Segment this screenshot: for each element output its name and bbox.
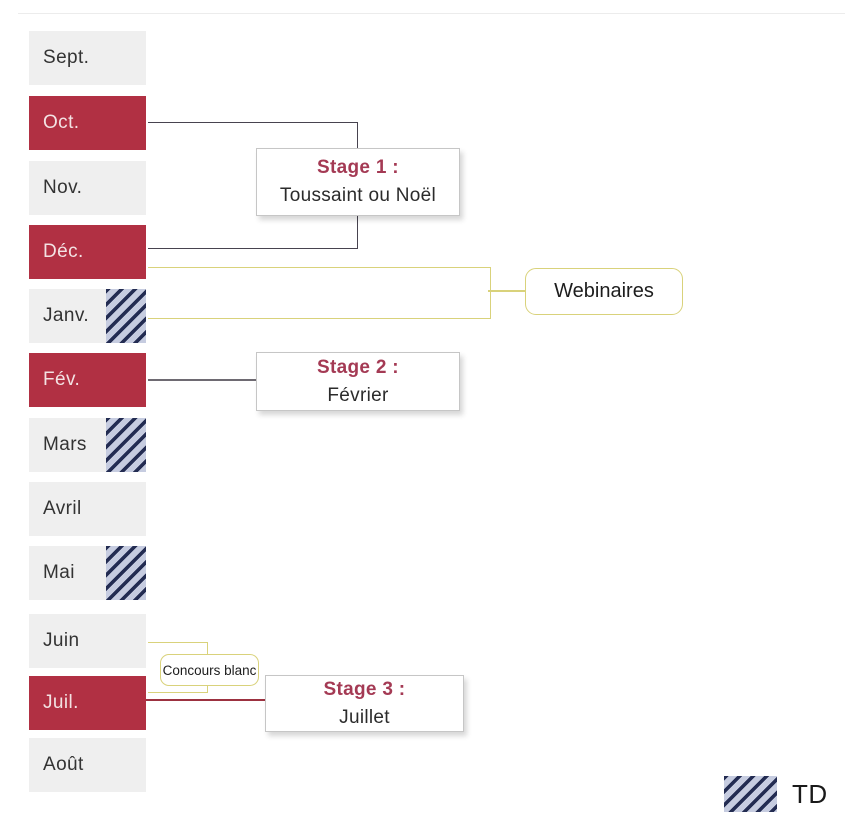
month-mai: Mai (29, 546, 146, 600)
concours-blanc-callout: Concours blanc (160, 654, 259, 686)
stage3-callout: Stage 3 : Juillet (265, 675, 464, 732)
month-label: Fév. (43, 369, 81, 390)
stage2-connector-line (148, 379, 257, 381)
td-label: TD (792, 778, 828, 809)
td-hatch-swatch-icon (724, 776, 777, 812)
month-janv: Janv. (29, 289, 146, 343)
month-label: Nov. (43, 177, 83, 198)
stage3-title: Stage 3 : (323, 678, 406, 700)
month-sept: Sept. (29, 31, 146, 85)
month-label: Mars (43, 434, 87, 455)
month-juil: Juil. (29, 676, 146, 730)
month-label: Juil. (43, 692, 79, 713)
month-aout: Août (29, 738, 146, 792)
td-hatch-icon (106, 289, 146, 343)
month-avril: Avril (29, 482, 146, 536)
td-hatch-icon (106, 418, 146, 472)
month-nov: Nov. (29, 161, 146, 215)
stage1-title: Stage 1 : (317, 157, 399, 179)
webinaires-callout: Webinaires (525, 268, 683, 315)
month-label: Sept. (43, 47, 90, 68)
webinaires-bracket-line (148, 267, 491, 319)
stage1-subtitle: Toussaint ou Noël (279, 185, 437, 206)
month-dec: Déc. (29, 225, 146, 279)
concours-blanc-label: Concours blanc (162, 662, 257, 678)
month-label: Mai (43, 562, 75, 583)
month-label: Déc. (43, 241, 84, 262)
month-label: Avril (43, 498, 82, 519)
month-mars: Mars (29, 418, 146, 472)
top-divider (18, 13, 845, 14)
stage3-connector-line (146, 699, 266, 701)
month-label: Août (43, 754, 84, 775)
legend: TD (724, 776, 828, 812)
stage3-subtitle: Juillet (339, 706, 390, 728)
month-oct: Oct. (29, 96, 146, 150)
webinaires-label: Webinaires (554, 280, 654, 302)
td-hatch-icon (106, 546, 146, 600)
month-fev: Fév. (29, 353, 146, 407)
stage2-callout: Stage 2 : Février (256, 352, 460, 411)
stage2-title: Stage 2 : (317, 356, 399, 378)
stage1-callout: Stage 1 : Toussaint ou Noël (256, 148, 460, 216)
month-juin: Juin (29, 614, 146, 668)
stage2-subtitle: Février (327, 384, 389, 406)
month-label: Juin (43, 630, 80, 651)
month-label: Oct. (43, 112, 80, 133)
month-label: Janv. (43, 305, 90, 326)
webinaires-connector-line (488, 290, 526, 292)
